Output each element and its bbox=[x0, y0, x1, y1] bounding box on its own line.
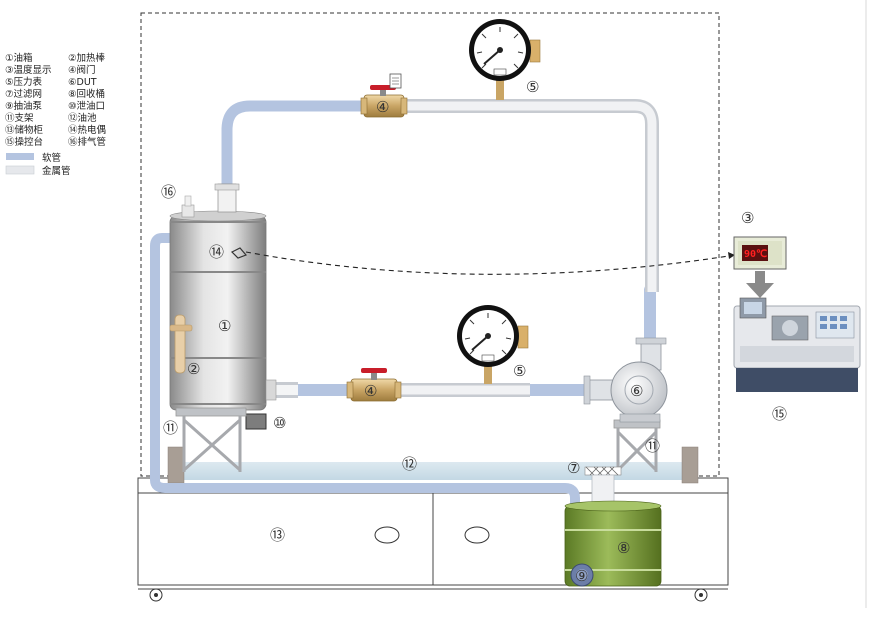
cabinet-handle bbox=[374, 526, 400, 544]
vent-pipe bbox=[181, 204, 195, 218]
label-bucket: ⑧ bbox=[617, 539, 630, 557]
legend-item: ⑩泄油口 bbox=[68, 100, 105, 112]
label-temp-display: ③ bbox=[741, 209, 754, 227]
label-drain: ⑩ bbox=[273, 414, 286, 432]
legend-row: ⑤压力表 ⑥DUT bbox=[5, 76, 97, 88]
legend-item: ⑥DUT bbox=[68, 77, 97, 88]
legend-item: ⑭热电偶 bbox=[68, 124, 106, 136]
note-icon bbox=[389, 73, 402, 89]
legend-item: ⑪支架 bbox=[5, 112, 34, 124]
label-filter: ⑦ bbox=[567, 459, 580, 477]
label-pump: ⑨ bbox=[575, 567, 588, 585]
component-labels: ① ② ③ ④ ④ ⑤ ⑤ ⑥ ⑦ ⑧ ⑨ ⑩ ⑪ ⑪ ⑫ ⑬ ⑭ ⑮ ⑯ bbox=[161, 78, 787, 585]
drain-outlet bbox=[245, 413, 267, 430]
legend-row: ①油箱 ②加热棒 bbox=[5, 52, 106, 64]
legend-item: ③温度显示 bbox=[5, 64, 52, 76]
legend-item: ①油箱 bbox=[5, 52, 33, 64]
label-console: ⑮ bbox=[772, 405, 787, 423]
legend-item: ⑦过滤网 bbox=[5, 88, 42, 100]
label-gauge-top: ⑤ bbox=[526, 78, 539, 96]
legend-item: ②加热棒 bbox=[68, 52, 106, 64]
metal-swatch bbox=[5, 165, 35, 175]
legend-item: ⑤压力表 bbox=[5, 76, 43, 88]
oil-pump bbox=[570, 563, 594, 587]
legend-row: ⑨抽油泵 ⑩泄油口 bbox=[5, 100, 105, 112]
oil-tank bbox=[169, 183, 277, 411]
cabinet-handle bbox=[464, 526, 490, 544]
oil-pool bbox=[167, 446, 699, 484]
label-heater: ② bbox=[187, 360, 200, 378]
legend-row: ⑪支架 ⑫油池 bbox=[5, 112, 97, 124]
legend-row: ③温度显示 ④阀门 bbox=[5, 64, 96, 76]
metal-legend-label: 金属管 bbox=[42, 165, 71, 177]
filter-screen bbox=[584, 466, 622, 476]
label-stand-right: ⑪ bbox=[645, 437, 660, 455]
thermocouple bbox=[230, 247, 736, 275]
label-gauge-bottom: ⑤ bbox=[513, 362, 526, 380]
hose-legend-label: 软管 bbox=[42, 152, 61, 164]
legend-item: ⑨抽油泵 bbox=[5, 100, 43, 112]
legend-row: ⑦过滤网 ⑧回收桶 bbox=[5, 88, 105, 100]
pressure-gauge-top bbox=[469, 19, 541, 100]
label-tank: ① bbox=[218, 317, 231, 335]
legend-row: ⑮操控台 ⑯排气管 bbox=[5, 136, 106, 148]
label-dut: ⑥ bbox=[630, 382, 643, 400]
legend: ①油箱 ②加热棒 ③温度显示 ④阀门 ⑤压力表 ⑥DUT ⑦过滤网 ⑧回收桶 ⑨… bbox=[5, 52, 106, 177]
control-console bbox=[733, 297, 861, 392]
legend-row: ⑬储物柜 ⑭热电偶 bbox=[5, 124, 106, 136]
stand-right bbox=[613, 419, 661, 472]
metal-pipes bbox=[268, 99, 659, 398]
stand-left bbox=[175, 407, 247, 472]
label-valve-top: ④ bbox=[376, 98, 389, 116]
temperature-display: 90℃ bbox=[733, 236, 787, 270]
label-thermocouple: ⑭ bbox=[209, 243, 224, 261]
down-arrow-icon bbox=[746, 271, 774, 298]
heater-rod bbox=[169, 314, 193, 374]
temperature-readout: 90℃ bbox=[744, 249, 767, 260]
hose-swatch bbox=[6, 153, 34, 160]
label-oil-pool: ⑫ bbox=[402, 455, 417, 473]
label-vent: ⑯ bbox=[161, 183, 176, 201]
valve-bottom bbox=[346, 368, 402, 402]
legend-item: ④阀门 bbox=[68, 64, 96, 76]
hose-lines bbox=[150, 100, 656, 580]
legend-item: ⑧回收桶 bbox=[68, 88, 105, 100]
label-cabinet: ⑬ bbox=[270, 526, 285, 544]
legend-item: ⑬储物柜 bbox=[5, 124, 44, 136]
signal-line bbox=[245, 251, 736, 275]
dut-pump bbox=[583, 337, 668, 423]
label-stand-left: ⑪ bbox=[163, 419, 178, 437]
legend-item: ⑮操控台 bbox=[5, 136, 43, 148]
label-valve-bottom: ④ bbox=[364, 382, 377, 400]
pressure-gauge-bottom bbox=[457, 305, 529, 384]
legend-item: ⑫油池 bbox=[68, 112, 97, 124]
legend-item: ⑯排气管 bbox=[68, 136, 106, 148]
valve-top bbox=[360, 73, 408, 118]
